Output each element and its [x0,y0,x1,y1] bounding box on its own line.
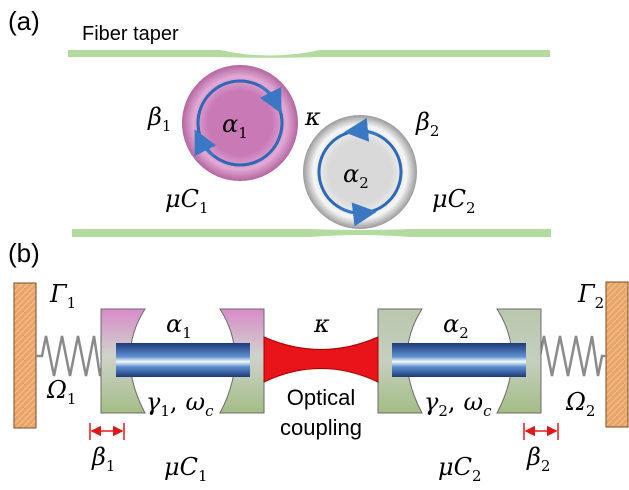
panel-b: (b) [8,238,629,485]
beta1-label: β1 [147,103,171,135]
beta2-marker [523,423,559,440]
kappa-label: κ [304,103,321,131]
optical-label: Optical [287,385,355,410]
coupling-label: coupling [280,415,362,440]
beta1-marker [89,423,125,440]
ring-resonator-2 [303,115,417,229]
spring-left [36,335,108,377]
fiber-taper-label: Fiber taper [82,23,179,45]
fiber-top [68,50,550,58]
coupling-kappa-label: κ [313,310,330,338]
panel-a-label: (a) [8,6,40,36]
cavity-rod-1 [116,343,250,377]
muC2-label: μC2 [432,185,476,217]
cavity-rod-2 [392,343,526,377]
Omega1-label: Ω1 [46,376,76,408]
Gamma1-label: Γ1 [49,280,76,312]
cavity2-params-label: γ2,ωc [424,388,492,420]
cavity1-alpha1-label: α1 [166,310,192,342]
beta2-label-b: β2 [526,443,550,475]
muC1-label-b: μC1 [164,453,208,485]
muC1-label: μC1 [165,185,209,217]
beta2-label: β2 [415,108,439,140]
cavity2-alpha2-label: α2 [443,310,469,342]
Gamma2-label: Γ2 [577,280,604,312]
optical-coupling-region [263,336,379,383]
cavity1-params-label: γ1,ωc [146,388,214,420]
wall-right [605,281,629,428]
Omega2-label: Ω2 [565,388,595,420]
beta1-label-b: β1 [91,443,115,475]
panel-b-label: (b) [8,238,40,268]
fiber-bottom [72,229,551,237]
alpha2-label: α2 [343,160,369,192]
muC2-label-b: μC2 [438,453,482,485]
wall-left [13,282,37,429]
ring-resonator-1 [182,65,298,181]
alpha1-label: α1 [222,110,248,142]
panel-a: (a) Fiber taper α1 α2 κ β1 β2 μC1 μ [8,6,551,237]
spring-right [536,335,606,377]
